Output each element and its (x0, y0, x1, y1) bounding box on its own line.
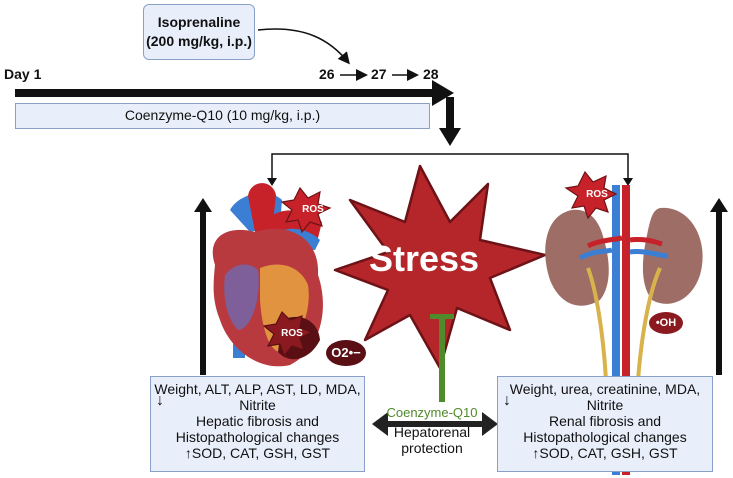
panel-line: Nitrite (239, 397, 276, 413)
hydroxyl-label: •OH (649, 312, 683, 334)
drug-name: Isoprenaline (157, 14, 241, 30)
up-arrow-icon: ↑ (184, 445, 192, 461)
panel-line: Histopathological changes (175, 429, 340, 445)
ros-burst-icon (280, 186, 332, 234)
panel-line: Renal fibrosis and (548, 413, 662, 429)
kidney-outcomes-panel: Weight, urea, creatinine, MDA, Nitrite R… (497, 376, 713, 472)
heart-organ-icon (212, 183, 332, 367)
timeline-arrow-icon (15, 80, 454, 106)
downward-arrow (439, 97, 461, 146)
stress-label: Stress (368, 238, 480, 279)
day-27-label: 27 (371, 66, 387, 82)
liver-outcomes-panel: Weight, ALT, ALP, AST, LD, MDA, Nitrite … (150, 376, 365, 472)
day-start-label: Day 1 (4, 66, 42, 82)
right-up-arrow (710, 198, 728, 375)
isoprenaline-box: Isoprenaline (200 mg/kg, i.p.) (143, 4, 255, 60)
panel-line: Nitrite (586, 397, 624, 413)
inhibition-line (430, 314, 454, 402)
down-arrow-icon: ↓ (156, 392, 164, 409)
panel-line-up: ↑SOD, CAT, GSH, GST (532, 445, 678, 461)
ros-kidney-label: ROS (586, 189, 608, 200)
up-arrow-icon: ↑ (532, 445, 540, 461)
superoxide-label: O2•− (326, 340, 366, 366)
panel-line-up: ↑SOD, CAT, GSH, GST (184, 445, 331, 461)
ros-heart-top-label: ROS (302, 204, 324, 215)
panel-line: Weight, urea, creatinine, MDA, (509, 381, 701, 397)
coq10-treatment-bar: Coenzyme-Q10 (10 mg/kg, i.p.) (15, 103, 430, 129)
drug-dose: (200 mg/kg, i.p.) (146, 33, 252, 49)
panel-line: Weight, ALT, ALP, AST, LD, MDA, (154, 381, 361, 397)
drug-to-day-arrow (257, 28, 350, 65)
down-arrow-icon: ↓ (503, 392, 511, 409)
bidirectional-arrow (372, 412, 498, 436)
left-up-arrow (194, 198, 212, 375)
ros-burst-icon (564, 170, 618, 220)
panel-line: Histopathological changes (523, 429, 687, 445)
panel-line: Hepatic fibrosis and (196, 413, 319, 429)
branch-connector (271, 153, 629, 181)
protection-label: Hepatorenal protection (393, 424, 471, 456)
day-26-label: 26 (319, 66, 335, 82)
coq10-inhibitor-label: Coenzyme-Q10 (386, 405, 478, 420)
ros-heart-inner-label: ROS (281, 328, 303, 339)
ros-burst-icon (262, 310, 314, 358)
day-28-label: 28 (423, 66, 439, 82)
kidney-organ-icon (545, 170, 703, 475)
